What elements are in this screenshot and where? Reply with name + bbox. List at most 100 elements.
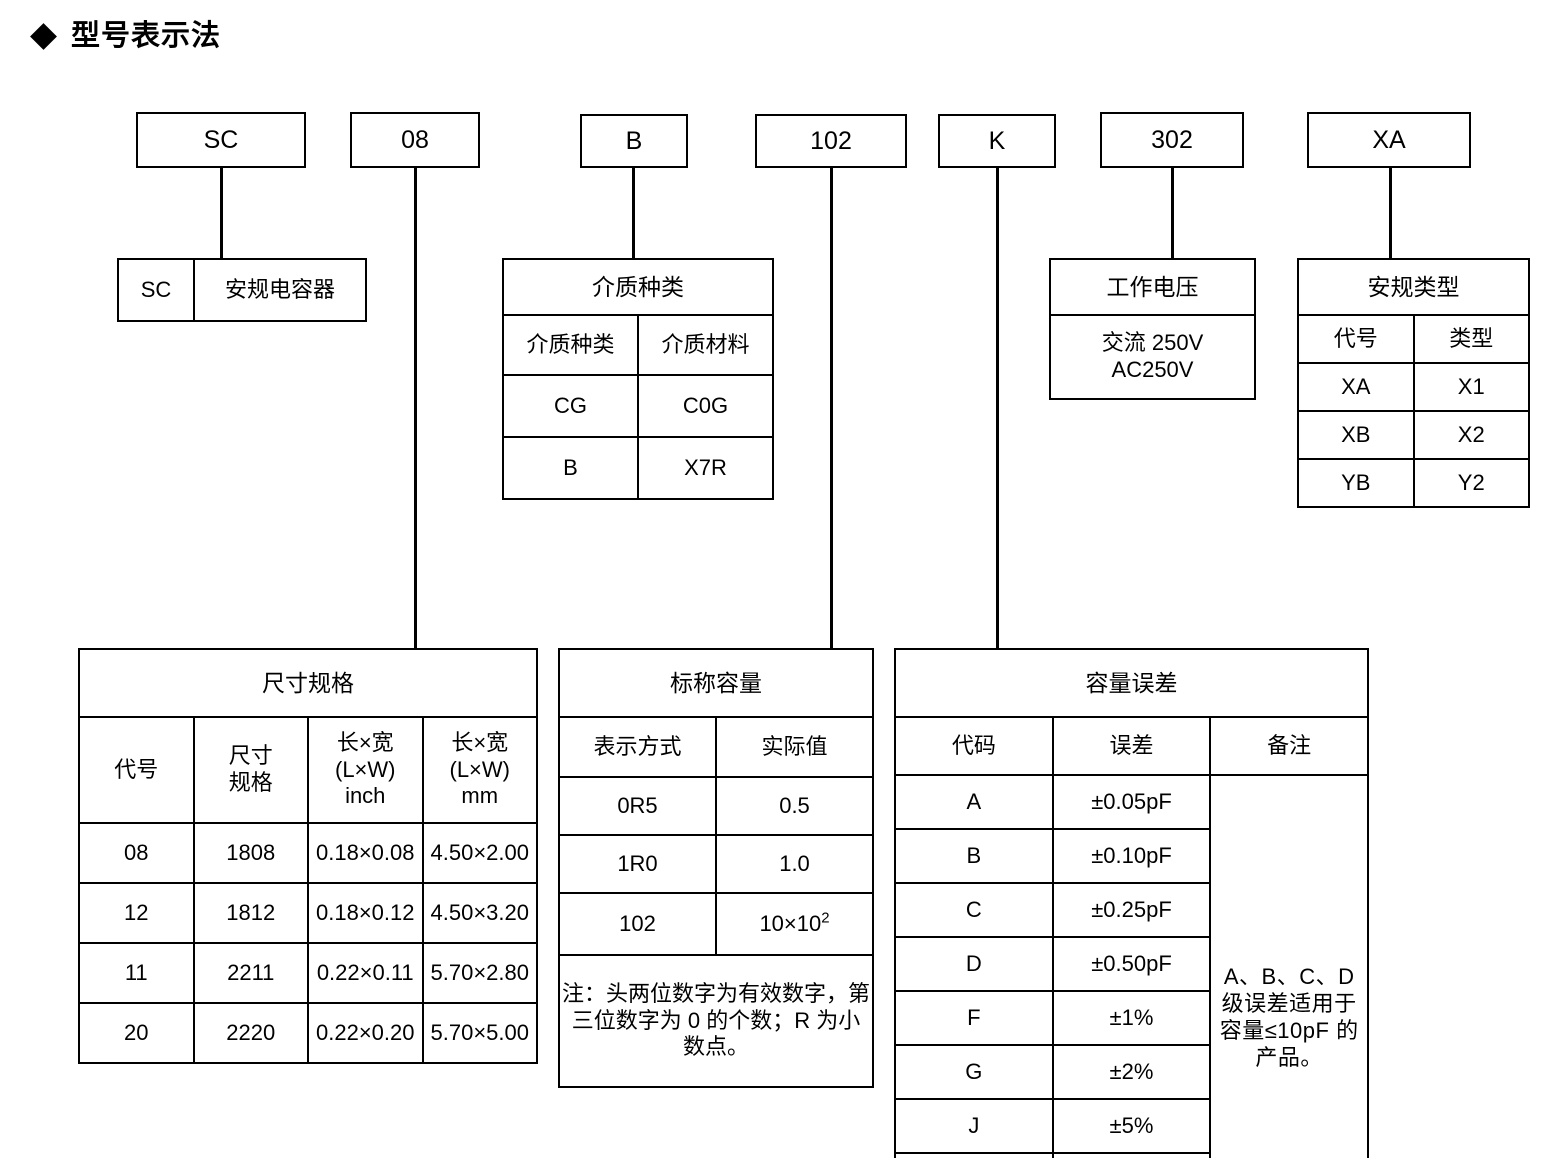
code-box-voltage[interactable]: 302 (1100, 112, 1244, 168)
code-box-tolerance[interactable]: K (938, 114, 1056, 168)
size-cell-mm: 4.50×2.00 (421, 822, 538, 884)
size-cell-spec: 2220 (192, 1002, 309, 1064)
table-row: D ±0.50pF (894, 936, 1368, 992)
size-cell-inch: 0.22×0.11 (307, 942, 424, 1004)
size-cell-code: 20 (78, 1002, 195, 1064)
code-box-safety-class-label: XA (1372, 125, 1406, 154)
table-row: 12 1812 0.18×0.12 4.50×3.20 (78, 882, 538, 944)
size-cell-inch: 0.18×0.08 (307, 822, 424, 884)
prefix-code-cell: SC (117, 258, 195, 322)
voltage-table-header: 工作电压 (1049, 258, 1256, 316)
size-col-mm-line1: 长×宽 (451, 729, 509, 755)
code-box-size[interactable]: 08 (350, 112, 480, 168)
size-table: 尺寸规格 代号 尺寸 规格 长×宽 (L×W) inch 长×宽 (L×W) m… (78, 648, 538, 1064)
voltage-value-line1: 交流 250V (1101, 330, 1204, 356)
tolerance-table: 容量误差 代码 误差 备注 A ±0.05pF A、B、C、D 级误差适用于容量… (894, 648, 1369, 1158)
tolerance-col-remark: 备注 (1209, 716, 1369, 776)
size-col-inch-line3: inch (345, 783, 386, 809)
capacitance-note: 注：头两位数字为有效数字，第三位数字为 0 的个数；R 为小数点。 (558, 954, 874, 1088)
dielectric-kind-cell: B (502, 436, 639, 500)
size-col-code: 代号 (78, 716, 195, 824)
safety-class-table: 安规类型 代号 类型 XA X1 XB X2 YB Y2 (1297, 258, 1530, 508)
tolerance-code-cell: A (894, 774, 1054, 830)
voltage-table: 工作电压 交流 250V AC250V (1049, 258, 1256, 400)
table-row: CG C0G (502, 374, 774, 438)
size-cell-spec: 2211 (192, 942, 309, 1004)
tolerance-value-cell: ±0.05pF (1051, 774, 1212, 830)
voltage-value-cell: 交流 250V AC250V (1049, 314, 1256, 400)
code-box-size-label: 08 (401, 125, 429, 154)
size-col-inch-line2: (L×W) (335, 756, 396, 782)
code-box-prefix-label: SC (203, 125, 239, 154)
tolerance-code-cell: J (894, 1098, 1054, 1154)
table-row: 表示方式 实际值 (558, 716, 874, 778)
table-row: B X7R (502, 436, 774, 500)
page-title-text: 型号表示法 (71, 20, 222, 52)
capacitance-code-cell: 102 (558, 892, 717, 956)
connector-line-voltage (1171, 167, 1174, 259)
safety-type-cell: X1 (1412, 362, 1530, 412)
capacitance-value-cell: 1.0 (715, 834, 874, 894)
tolerance-col-code: 代码 (894, 716, 1054, 776)
dielectric-col-kind: 介质种类 (502, 314, 639, 376)
tolerance-code-cell: D (894, 936, 1054, 992)
tolerance-code-cell: G (894, 1044, 1054, 1100)
tolerance-code-cell: C (894, 882, 1054, 938)
size-cell-mm: 5.70×5.00 (421, 1002, 538, 1064)
size-col-spec-line1: 尺寸 (228, 743, 273, 769)
code-box-dielectric-label: B (625, 126, 643, 155)
table-row: 工作电压 (1049, 258, 1256, 316)
tolerance-col-value: 误差 (1051, 716, 1212, 776)
table-row: 0R5 0.5 (558, 776, 874, 836)
table-row: 代号 类型 (1297, 314, 1530, 364)
connector-line-tolerance (996, 167, 999, 650)
table-row: 代号 尺寸 规格 长×宽 (L×W) inch 长×宽 (L×W) mm (78, 716, 538, 824)
safety-col-type: 类型 (1412, 314, 1530, 364)
tolerance-code-cell: B (894, 828, 1054, 884)
dielectric-material-cell: X7R (637, 436, 774, 500)
diamond-bullet-icon (30, 23, 57, 50)
table-row: 20 2220 0.22×0.20 5.70×5.00 (78, 1002, 538, 1064)
code-box-prefix[interactable]: SC (136, 112, 306, 168)
size-col-mm: 长×宽 (L×W) mm (421, 716, 538, 824)
table-row: G ±2% (894, 1044, 1368, 1100)
size-cell-inch: 0.22×0.20 (307, 1002, 424, 1064)
tolerance-value-cell: ±2% (1051, 1044, 1212, 1100)
code-box-capacitance[interactable]: 102 (755, 114, 907, 168)
tolerance-value-cell: ±0.10pF (1051, 828, 1212, 884)
size-cell-code: 12 (78, 882, 195, 944)
table-row: 介质种类 (502, 258, 774, 316)
code-box-tolerance-label: K (988, 126, 1006, 155)
tolerance-code-cell: F (894, 990, 1054, 1046)
size-col-inch: 长×宽 (L×W) inch (307, 716, 424, 824)
size-cell-inch: 0.18×0.12 (307, 882, 424, 944)
voltage-value-line2: AC250V (1111, 357, 1194, 382)
connector-line-safety-class (1389, 167, 1392, 259)
prefix-meaning-cell: 安规电容器 (193, 258, 367, 322)
safety-code-cell: XA (1297, 362, 1415, 412)
safety-type-cell: Y2 (1412, 458, 1530, 508)
table-row: 注：头两位数字为有效数字，第三位数字为 0 的个数；R 为小数点。 (558, 954, 874, 1088)
table-row: A ±0.05pF A、B、C、D 级误差适用于容量≤10pF 的产品。 (894, 774, 1369, 1158)
dielectric-col-material: 介质材料 (637, 314, 774, 376)
size-col-mm-line2: (L×W) (449, 756, 511, 782)
table-row: 交流 250V AC250V (1049, 314, 1256, 400)
capacitance-code-cell: 1R0 (558, 834, 717, 894)
table-row: B ±0.10pF (894, 828, 1368, 884)
code-box-safety-class[interactable]: XA (1307, 112, 1471, 168)
size-cell-mm: 5.70×2.80 (421, 942, 538, 1004)
connector-line-prefix (220, 167, 223, 259)
size-table-header: 尺寸规格 (78, 648, 538, 718)
table-row: J ±5% (894, 1098, 1368, 1154)
table-row: 08 1808 0.18×0.08 4.50×2.00 (78, 822, 538, 884)
capacitance-table-header: 标称容量 (558, 648, 874, 718)
code-box-dielectric[interactable]: B (580, 114, 688, 168)
safety-code-cell: YB (1297, 458, 1415, 508)
tolerance-value-cell: ±0.25pF (1051, 882, 1212, 938)
capacitance-col-notation: 表示方式 (558, 716, 717, 778)
connector-line-size (414, 167, 417, 650)
tolerance-table-header: 容量误差 (894, 648, 1369, 718)
dielectric-kind-cell: CG (502, 374, 639, 438)
capacitance-value-text: 0.5 (779, 792, 810, 818)
